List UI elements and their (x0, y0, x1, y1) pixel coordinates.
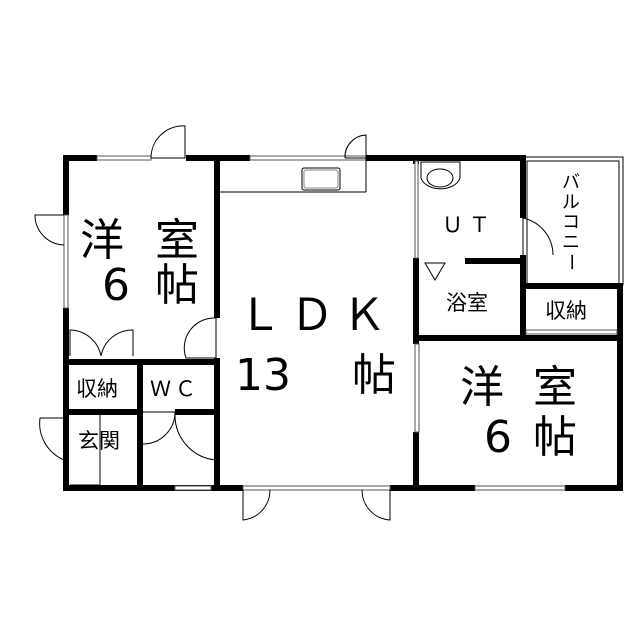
room-label-western-right-b: 室 (533, 362, 577, 413)
wash-basin (420, 161, 461, 190)
room-label-entrance: 玄関 (78, 429, 120, 453)
room-label-ut: ＵＴ (442, 213, 496, 237)
room-unit-western-left: 帖 (155, 260, 199, 311)
balcony-char: バ (562, 172, 580, 193)
room-unit-ldk: 帖 (352, 350, 396, 401)
balcony-char: ニ (562, 232, 580, 253)
room-label-ldk: ＬＤＫ (238, 290, 394, 341)
room-label-western-left-b: 室 (155, 215, 199, 266)
room-label-balcony: バ ル コ ニ ー (560, 172, 581, 271)
balcony-char: ル (562, 192, 580, 213)
room-size-ldk: 13 (235, 350, 291, 401)
room-unit-western-right: 帖 (533, 412, 577, 463)
balcony-char: コ (562, 212, 580, 233)
room-label-bath: 浴室 (446, 291, 488, 315)
door-swings (34, 125, 554, 521)
room-size-western-left: 6 (102, 260, 130, 311)
room-label-wc: ＷＣ (150, 377, 200, 401)
kitchen-sink (216, 158, 367, 193)
room-label-storage-right: 収納 (545, 299, 587, 323)
room-label-western-left-a: 洋 (80, 215, 124, 266)
room-label-western-right-a: 洋 (460, 362, 504, 413)
room-size-western-right: 6 (484, 412, 512, 463)
balcony-char: ー (560, 253, 581, 271)
room-label-storage-left: 収納 (76, 377, 118, 401)
walls (63, 155, 623, 491)
